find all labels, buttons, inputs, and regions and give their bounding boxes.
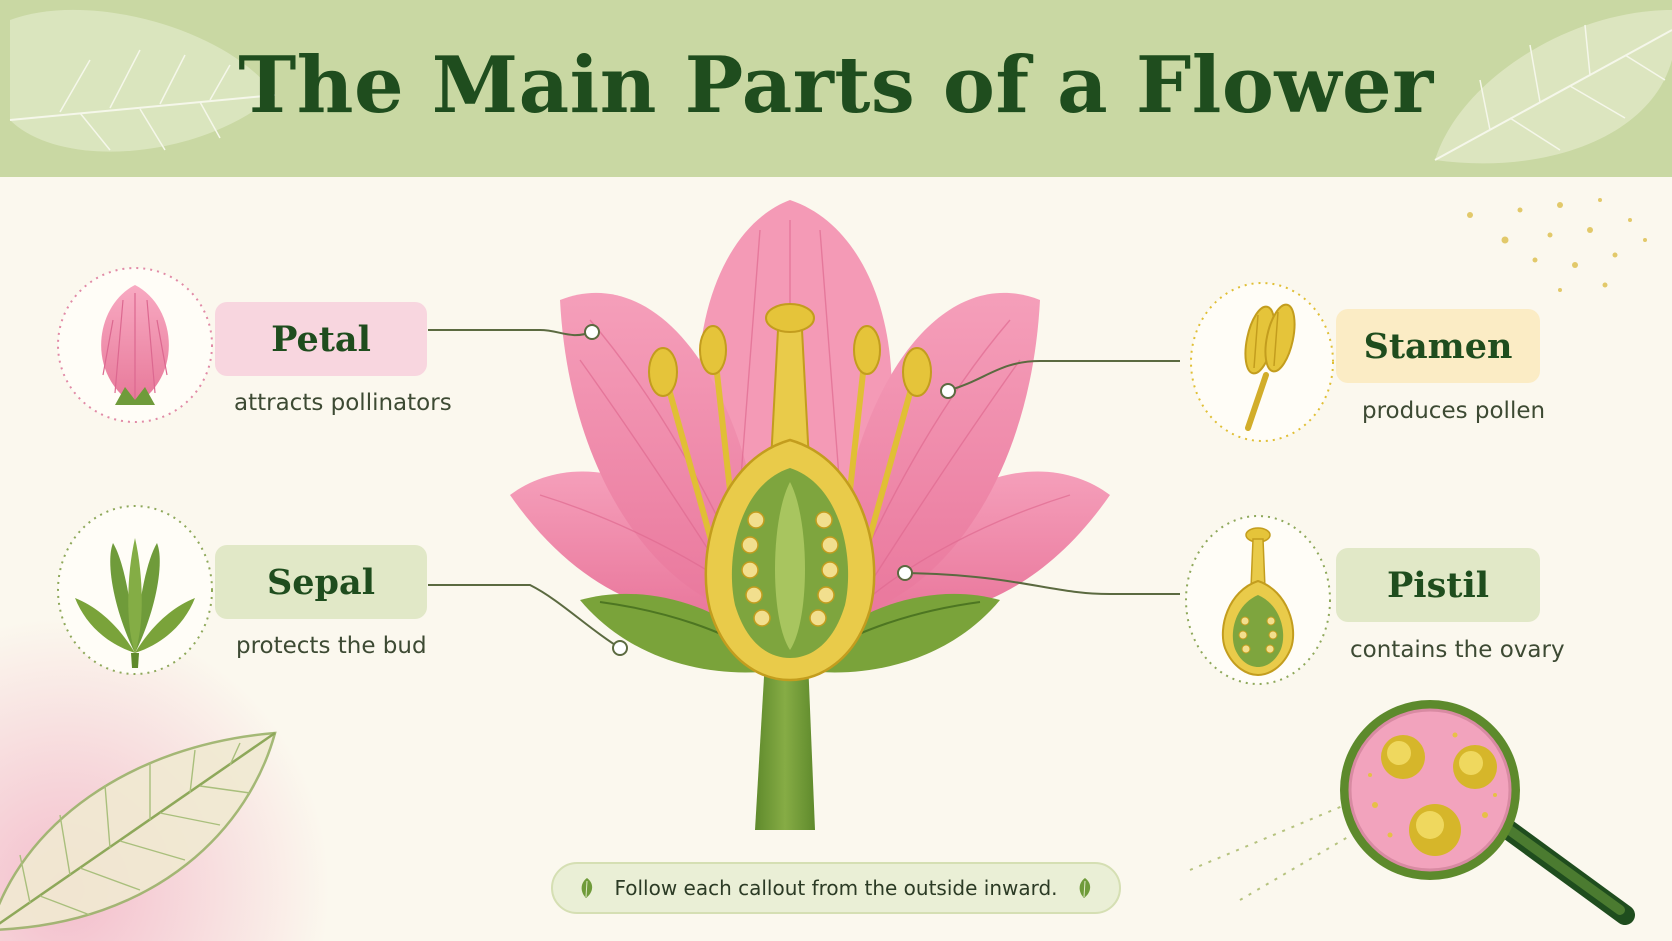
page-title: The Main Parts of a Flower (238, 40, 1434, 131)
header-banner (0, 0, 1672, 177)
flower-illustration (510, 200, 1110, 830)
stamen-label: Stamen (1336, 309, 1540, 383)
sepal-description: protects the bud (236, 633, 427, 659)
sepal-thumbnail (57, 505, 213, 675)
leaf-icon (1079, 878, 1090, 898)
leaf-icon (582, 878, 593, 898)
stamen-thumbnail (1190, 282, 1334, 442)
pistil-description: contains the ovary (1350, 637, 1565, 663)
petal-label-text: Petal (271, 318, 371, 360)
stamen-label-text: Stamen (1363, 325, 1513, 367)
sepal-label: Sepal (215, 545, 427, 619)
sepal-label-text: Sepal (267, 561, 375, 603)
skeleton-leaf-icon (0, 731, 277, 931)
banner-leaf-left-icon (9, 9, 276, 152)
petal-thumbnail (57, 267, 213, 423)
pistil-label-text: Pistil (1386, 564, 1490, 606)
magnifier-pollen-icon (1340, 700, 1635, 925)
pistil-label: Pistil (1336, 548, 1540, 622)
petal-description: attracts pollinators (234, 390, 452, 416)
stamen-description: produces pollen (1362, 398, 1546, 424)
petal-label: Petal (215, 302, 427, 376)
pollen-dots-decoration (1467, 198, 1647, 292)
footer-text: Follow each callout from the outside inw… (614, 876, 1058, 900)
pistil-thumbnail (1185, 515, 1331, 685)
footer-hint: Follow each callout from the outside inw… (551, 862, 1121, 914)
banner-leaf-right-icon (1434, 10, 1672, 164)
